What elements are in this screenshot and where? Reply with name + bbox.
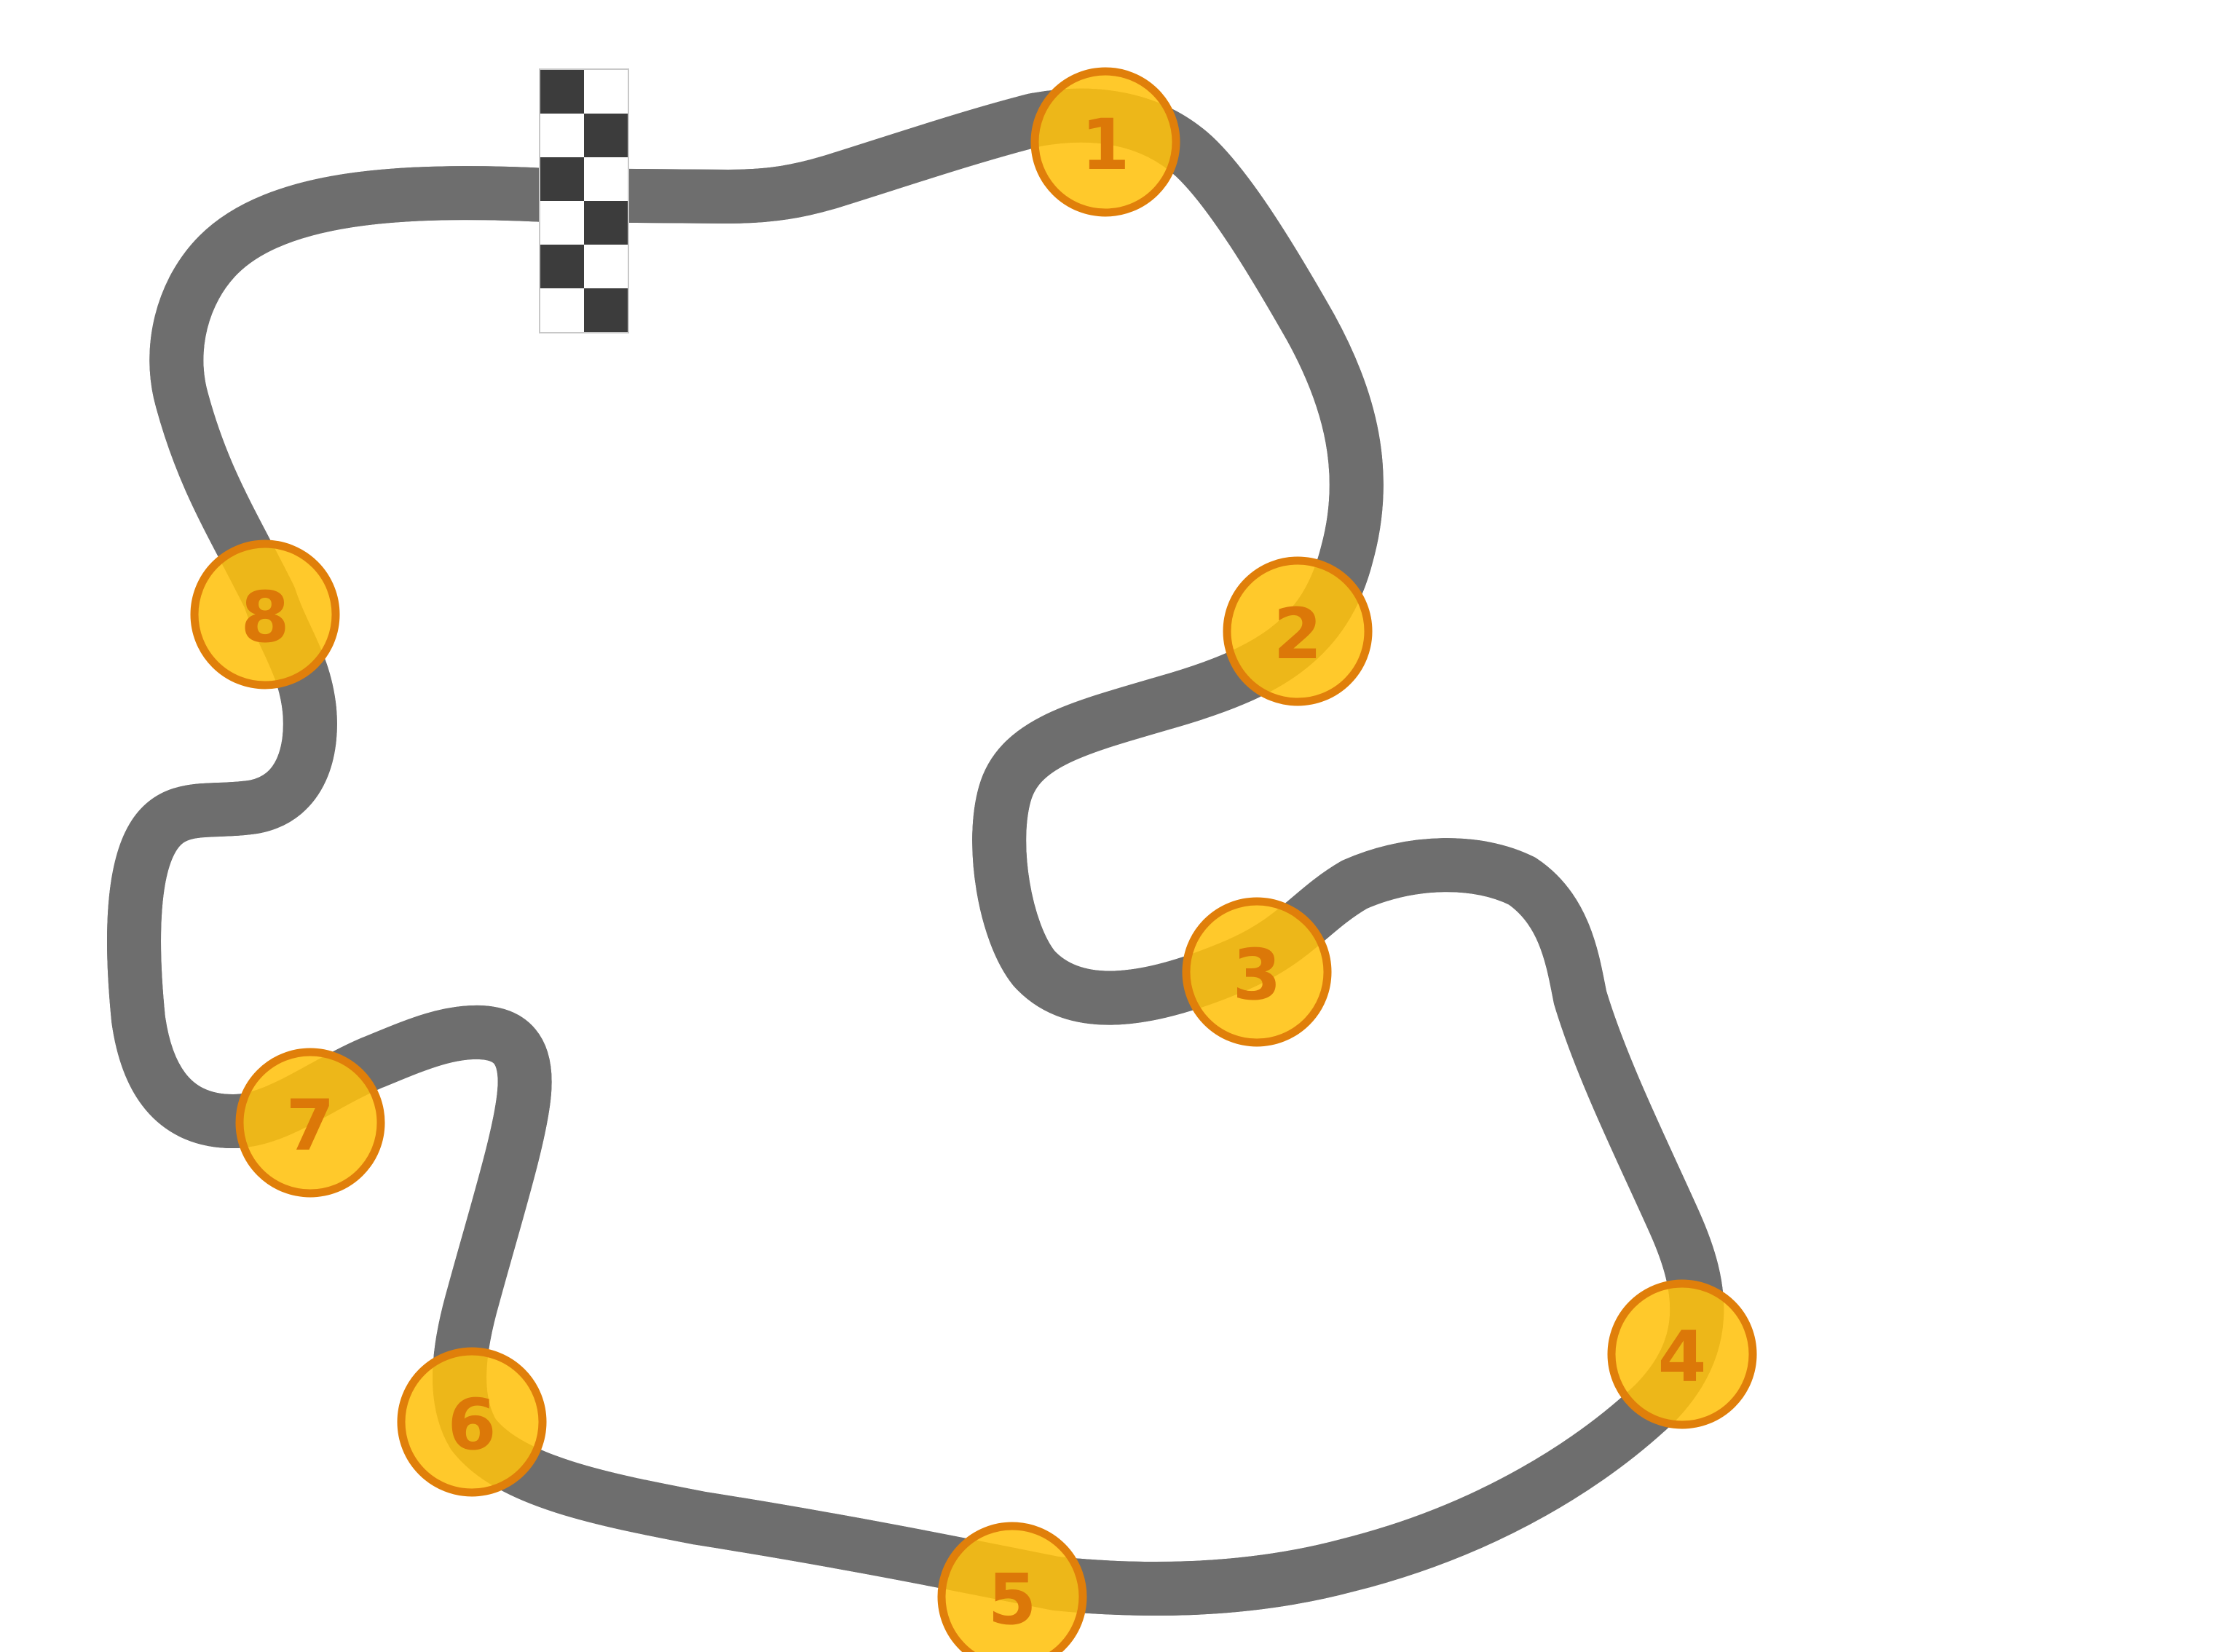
flag-square [584,245,628,288]
checkpoints: 1 2 3 4 5 6 7 8 [190,67,1757,1652]
flag-square [540,201,584,245]
checkpoint-number: 4 [1658,1316,1707,1398]
flag-square [540,157,584,201]
checkpoint-marker [397,1347,547,1497]
checkpoint-7: 7 [235,1048,385,1198]
checkpoint-marker [937,1522,1087,1652]
checkpoint-marker [235,1048,385,1198]
checkpoint-8: 8 [190,540,340,689]
checkpoint-5: 5 [937,1522,1087,1652]
checkpoint-number: 7 [286,1085,335,1166]
checkpoint-marker [1030,67,1180,217]
flag-square [584,70,628,114]
flag-square [540,114,584,157]
flag-square [584,114,628,157]
flag-square [584,201,628,245]
checkered-flag-icon [539,68,629,333]
flag-squares [540,70,628,332]
track [134,116,1697,1589]
checkpoint-1: 1 [1030,67,1180,217]
checkpoint-marker [190,540,340,689]
checkpoint-number: 6 [448,1384,497,1466]
flag-square [584,288,628,332]
checkpoint-number: 3 [1233,934,1282,1016]
checkpoint-2: 2 [1223,556,1373,706]
checkpoint-3: 3 [1182,897,1332,1047]
checkpoint-number: 1 [1081,104,1130,186]
checkpoint-marker [1607,1279,1757,1429]
flag-square [540,288,584,332]
flag-square [540,70,584,114]
checkpoint-number: 2 [1274,593,1322,675]
track-surface [134,116,1697,1589]
checkpoint-4: 4 [1607,1279,1757,1429]
checkpoint-6: 6 [397,1347,547,1497]
flag-square [540,245,584,288]
checkpoint-marker [1182,897,1332,1047]
checkpoint-number: 5 [988,1559,1037,1640]
checkpoint-number: 8 [241,577,290,658]
flag-square [584,157,628,201]
checkpoint-marker [1223,556,1373,706]
